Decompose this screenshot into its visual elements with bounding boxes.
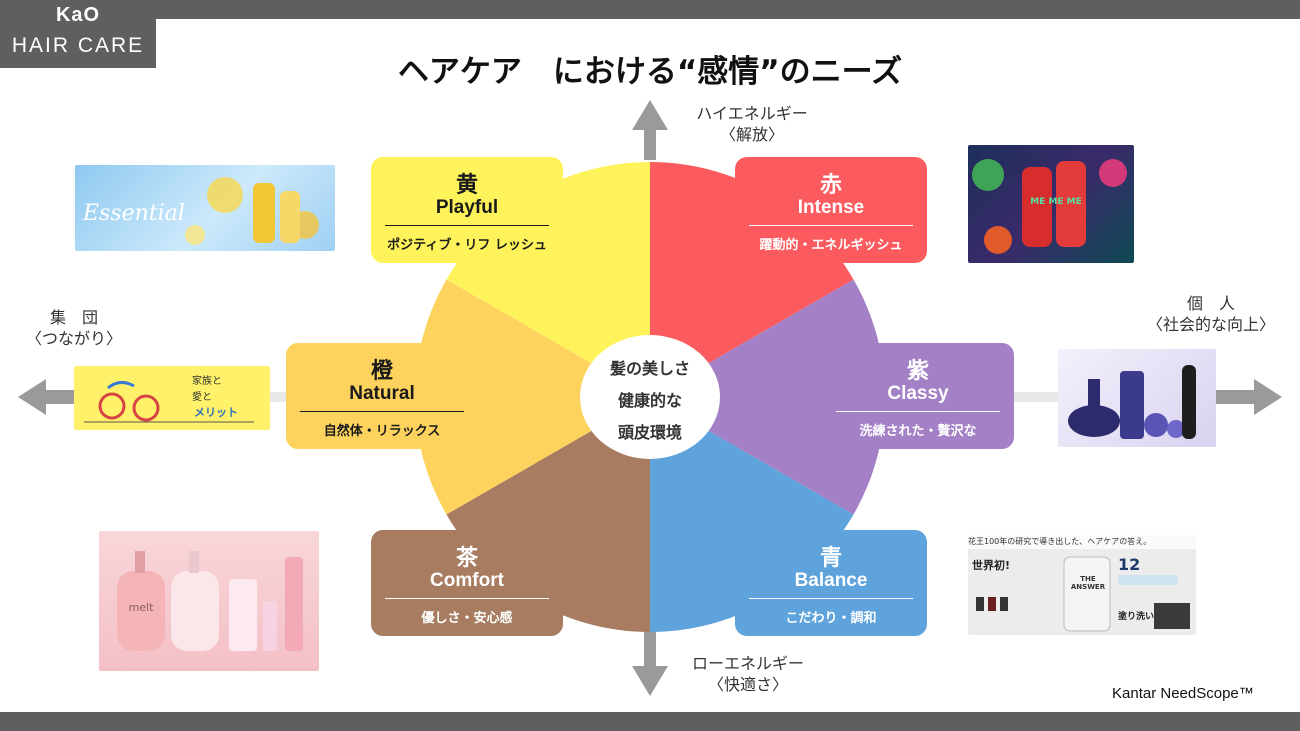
card-comfort: 茶 Comfort 優しさ・安心感 (371, 530, 563, 636)
axis-label-bottom: ローエネルギー 〈快適さ〉 (691, 654, 804, 694)
melt-product-image: melt (99, 531, 319, 671)
merit-brand: メリット (194, 406, 238, 419)
meme-product-image: ME ME ME (968, 145, 1134, 263)
essential-label: Essential (83, 201, 185, 226)
answer-brand: THE ANSWER (1070, 575, 1106, 591)
melt-label: melt (128, 601, 154, 614)
axis-label-top: ハイエネルギー 〈解放〉 (696, 104, 808, 144)
card-playful: 黄 Playful ポジティブ・リフ レッシュ (371, 157, 563, 263)
meme-label: ME ME ME (1030, 197, 1082, 207)
card-balance: 青 Balance こだわり・調和 (735, 530, 927, 636)
essential-product-image: Essential (75, 165, 335, 251)
answer-header: 花王100年の研究で導き出した、ヘアケアの答え。 (968, 535, 1196, 549)
top-bar (0, 0, 1300, 19)
card-classy: 紫 Classy 洗練された・贅沢な (822, 343, 1014, 449)
card-intense: 赤 Intense 躍動的・エネルギッシュ (735, 157, 927, 263)
classy-product-image (1058, 349, 1216, 447)
left-arrow-icon (18, 379, 46, 415)
page-title: ヘアケア における“感情”のニーズ (397, 54, 903, 90)
axis-label-right: 個 人 〈社会的な向上〉 (1146, 294, 1275, 334)
right-arrow-icon (1254, 379, 1282, 415)
merit-line1: 家族と (192, 376, 222, 387)
merit-product-image: 家族と 愛と メリット (74, 366, 270, 430)
card-natural: 橙 Natural 自然体・リラックス (286, 343, 478, 449)
kao-hair-care-logo: KaO HAIR CARE (0, 0, 156, 68)
answer-number: 12 (1118, 555, 1141, 574)
logo-brand: KaO (55, 4, 101, 26)
kantar-credit: Kantar NeedScope™ (1112, 685, 1254, 702)
bottom-bar (0, 712, 1300, 731)
axis-label-left: 集 団 〈つながり〉 (25, 308, 122, 348)
wheel-segment-classy (650, 279, 886, 515)
wheel-segment-natural (415, 279, 650, 515)
up-arrow-icon (632, 100, 668, 130)
center-circle: 髪の美しさ 健康的な 頭皮環境 (580, 335, 720, 459)
merit-line2: 愛と (192, 392, 212, 403)
answer-badge: 世界初! (972, 559, 1011, 572)
logo-line: HAIR CARE (11, 34, 145, 57)
answer-wash: 塗り洗い (1118, 612, 1155, 622)
answer-product-image: 花王100年の研究で導き出した、ヘアケアの答え。 世界初! THE ANSWER… (968, 535, 1196, 635)
down-arrow-icon (632, 666, 668, 696)
